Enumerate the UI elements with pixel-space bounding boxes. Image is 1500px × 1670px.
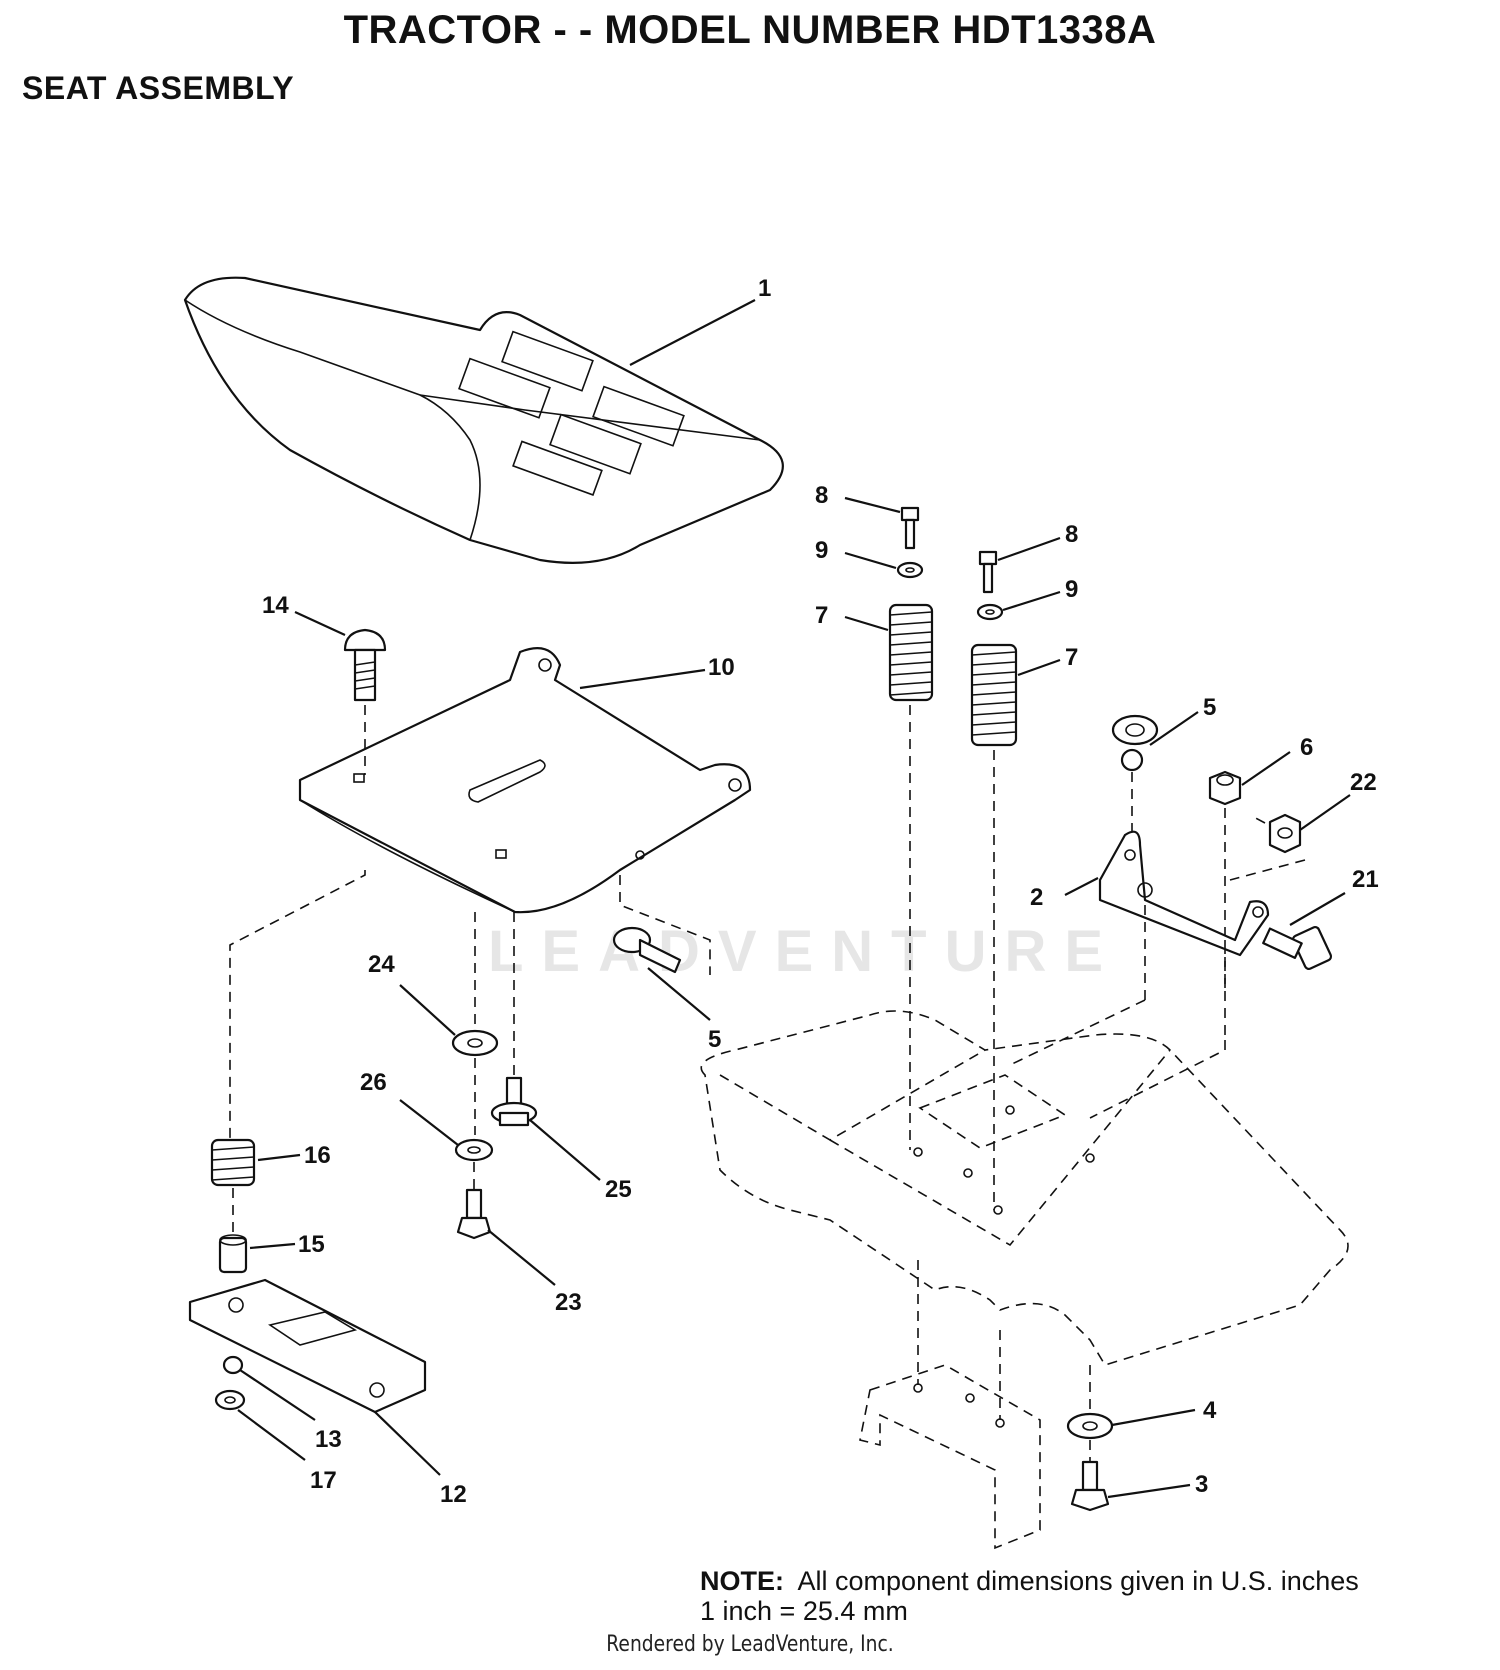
callout-8-right[interactable]: 8 [1065,521,1078,548]
leader-line [239,1369,316,1421]
bolt-8-right[interactable] [978,550,998,594]
clip-5-lower[interactable] [612,926,682,974]
leader-line [844,551,897,570]
bolt-23[interactable] [456,1188,492,1240]
washer-9-right[interactable] [976,603,1004,621]
seat-pan-part[interactable] [298,647,752,914]
callout-17[interactable]: 17 [310,1467,337,1494]
leader-line [647,967,711,1021]
callout-25[interactable]: 25 [605,1176,632,1203]
clip-5-upper[interactable] [1111,714,1159,772]
plate-12[interactable] [188,1278,427,1414]
note-text: All component dimensions given in U.S. i… [797,1566,1359,1596]
callout-24[interactable]: 24 [368,951,395,978]
leader-line [1299,794,1351,831]
callout-6[interactable]: 6 [1300,734,1313,761]
footer-credit: Rendered by LeadVenture, Inc. [606,1632,894,1657]
leader-line [844,615,889,632]
leader-line [487,1229,556,1286]
callout-21[interactable]: 21 [1352,866,1379,893]
leader-line [997,536,1061,562]
tractor-frame-outline [700,999,1349,1550]
spring-7-right[interactable] [970,643,1018,747]
nut-22[interactable] [1268,813,1302,854]
carriage-bolt-part[interactable] [343,628,387,702]
leader-line [1241,751,1291,786]
leader-line [844,496,901,514]
bolt-25[interactable] [490,1076,538,1127]
washer-9-left[interactable] [896,561,924,579]
bracket-2[interactable] [1098,830,1270,957]
callout-26[interactable]: 26 [360,1069,387,1096]
leader-line [1002,590,1061,612]
callout-12[interactable]: 12 [440,1481,467,1508]
leader-line [579,668,706,690]
callout-23[interactable]: 23 [555,1289,582,1316]
diagram-title: TRACTOR - - MODEL NUMBER HDT1338A [343,8,1157,52]
leader-line [1149,711,1199,746]
spacer-15[interactable] [218,1234,248,1274]
callout-3[interactable]: 3 [1195,1471,1208,1498]
leader-line [399,984,456,1036]
seat-part[interactable] [183,276,784,564]
bolt-3[interactable] [1070,1460,1110,1512]
callout-2[interactable]: 2 [1030,884,1043,911]
callout-15[interactable]: 15 [298,1231,325,1258]
callout-4[interactable]: 4 [1203,1397,1217,1424]
nut-6[interactable] [1208,770,1242,806]
washer-24[interactable] [451,1029,499,1057]
bolt-21[interactable] [1262,925,1333,971]
callout-22[interactable]: 22 [1350,769,1377,796]
leader-line [1111,1408,1196,1427]
callout-16[interactable]: 16 [304,1142,331,1169]
leader-line [1064,877,1099,896]
washer-26[interactable] [454,1138,494,1162]
callout-10[interactable]: 10 [708,654,735,681]
leader-line [1107,1483,1191,1499]
leader-line [399,1099,459,1146]
callout-5-lower[interactable]: 5 [708,1026,721,1053]
leader-line [249,1242,296,1250]
note-label: NOTE: [700,1566,784,1596]
leader-line [374,1411,441,1476]
dimension-note: NOTE: All component dimensions given in … [700,1566,1359,1626]
callout-13[interactable]: 13 [315,1426,342,1453]
leader-line [629,299,756,366]
callout-1[interactable]: 1 [758,275,771,302]
callout-8-left[interactable]: 8 [815,482,828,509]
spring-16[interactable] [210,1138,256,1187]
callout-9-right[interactable]: 9 [1065,576,1078,603]
spring-7-left[interactable] [888,603,934,702]
leader-line [257,1153,301,1162]
assembly-name: SEAT ASSEMBLY [22,70,295,106]
callout-9-left[interactable]: 9 [815,537,828,564]
leader-line [529,1119,601,1181]
callout-14[interactable]: 14 [262,592,289,619]
washer-17[interactable] [214,1389,246,1411]
callout-7-left[interactable]: 7 [815,602,828,629]
nut-13[interactable] [222,1355,244,1375]
watermark-text: LEADVENTURE [488,919,1122,984]
washer-4[interactable] [1066,1412,1114,1440]
callout-7-right[interactable]: 7 [1065,644,1078,671]
leader-line [237,1409,306,1461]
callout-5-upper[interactable]: 5 [1203,694,1216,721]
leader-line [1289,892,1346,926]
note-conversion: 1 inch = 25.4 mm [700,1596,908,1626]
leader-line [1017,658,1061,677]
leader-line [294,611,346,636]
bolt-8-left[interactable] [900,506,920,550]
